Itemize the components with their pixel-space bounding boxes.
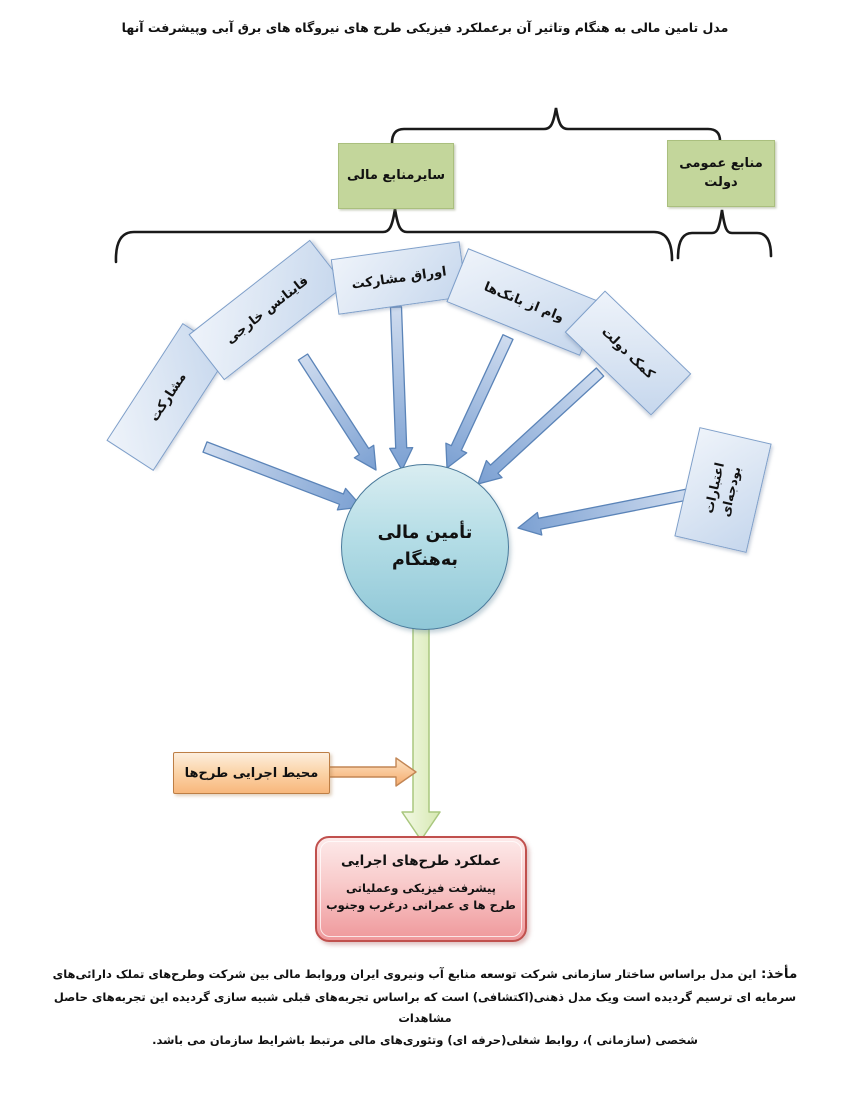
environment-box: محیط اجرایی طرح‌ها xyxy=(173,752,330,794)
source-group-other-label: سایرمنابع مالی xyxy=(346,167,446,183)
source-group-other-financial: سایرمنابع مالی xyxy=(338,143,454,209)
source-group-government: منابع عمومی دولت xyxy=(667,140,775,207)
arrow-hub-to-outcome xyxy=(401,627,441,841)
hub-timely-financing: تأمین مالی به‌هنگام xyxy=(341,464,509,630)
arrow-etebarat xyxy=(517,487,692,536)
arrow-mosharekat xyxy=(202,441,363,511)
funding-source-label: اوراق مشارکت xyxy=(350,263,448,293)
outcome-box: عملکرد طرح‌های اجرایی پیشرفت فیزیکی وعمل… xyxy=(315,836,527,942)
source-note-line-1: مأخذ: این مدل براساس ساختار سازمانی شرکت… xyxy=(45,962,805,987)
page-title: مدل تامین مالی به هنگام وتاثیر آن برعملک… xyxy=(121,20,729,35)
outcome-body: پیشرفت فیزیکی وعملیاتی طرح ها ی عمرانی د… xyxy=(326,881,516,912)
brace-government-sources xyxy=(676,209,773,260)
source-note-line-3: شخصی (سازمانی )، روابط شغلی(حرفه ای) وتئ… xyxy=(152,1032,698,1047)
environment-label: محیط اجرایی طرح‌ها xyxy=(184,765,319,781)
source-note-line1-text: این مدل براساس ساختار سازمانی شرکت توسعه… xyxy=(52,967,757,981)
arrow-environment xyxy=(327,757,417,787)
funding-source-label: مشارکت xyxy=(146,369,190,425)
source-note: مأخذ: این مدل براساس ساختار سازمانی شرکت… xyxy=(45,962,805,1051)
brace-top xyxy=(390,107,722,145)
funding-source-label: کمک دولت xyxy=(598,324,658,382)
hub-label: تأمین مالی به‌هنگام xyxy=(377,522,473,570)
arrow-finance-khareji xyxy=(297,353,377,471)
brace-other-sources xyxy=(114,208,674,264)
funding-source-label: اعتبارات بودجه‌ای xyxy=(700,460,744,519)
source-note-line-2: سرمایه ای ترسیم گردیده است ویک مدل ذهنی(… xyxy=(53,989,797,1026)
outcome-title: عملکرد طرح‌های اجرایی xyxy=(340,853,502,869)
arrow-vam-bank xyxy=(445,334,514,469)
source-group-government-label: منابع عمومی دولت xyxy=(679,155,763,190)
funding-source-label: وام از بانک‌ها xyxy=(481,279,567,325)
source-note-prefix: مأخذ: xyxy=(756,966,798,982)
arrow-owraq xyxy=(389,306,414,471)
arrow-komak-dolat xyxy=(477,367,605,485)
